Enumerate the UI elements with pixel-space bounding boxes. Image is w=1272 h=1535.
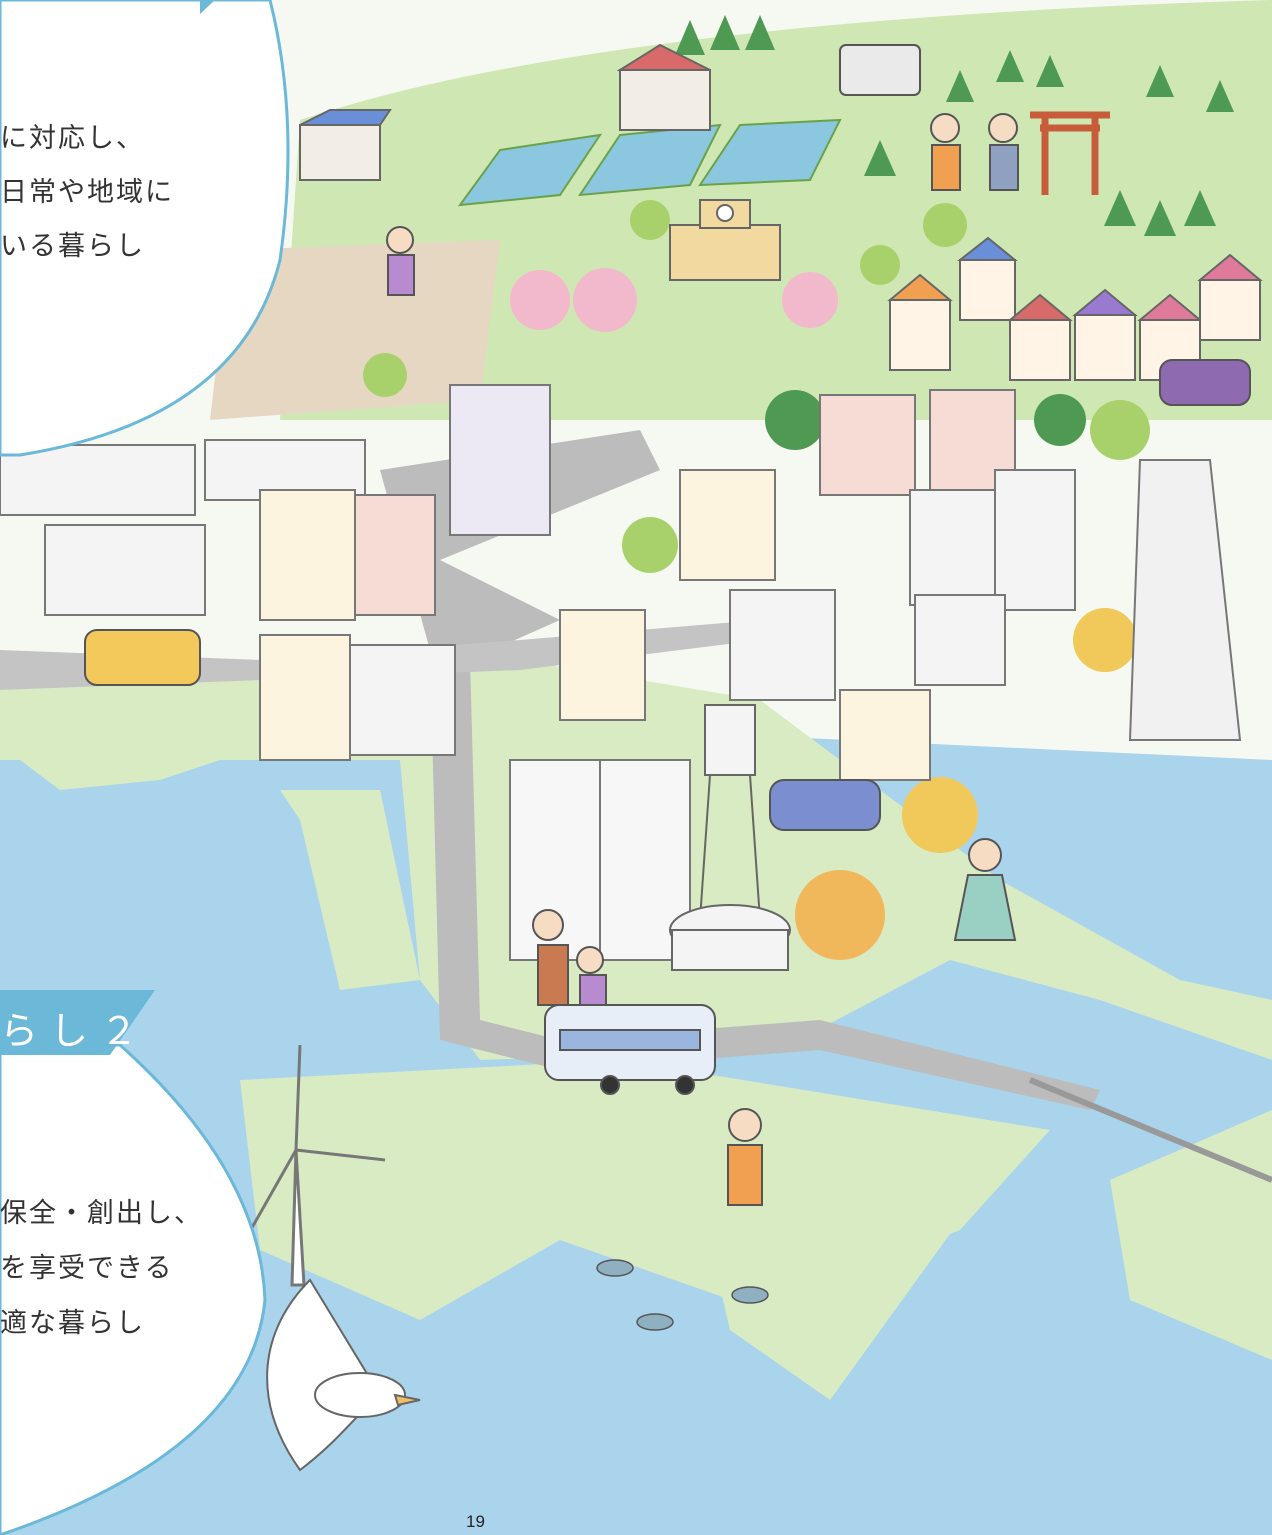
- fish-icon: [596, 1259, 769, 1331]
- school-icon: [669, 199, 781, 281]
- torii-gate-icon: [1030, 111, 1110, 195]
- bridge: [1028, 1077, 1272, 1183]
- tree-icon: [363, 15, 1234, 960]
- top-bubble-line-2: 日常や地域に: [0, 177, 174, 208]
- bus-icon: [544, 1004, 716, 1095]
- bottom-speech-bubble: [0, 990, 267, 1535]
- top-bubble-line-3: いる暮らし: [0, 231, 145, 262]
- top-bubble-line-1: に対応し、: [0, 123, 145, 154]
- bottom-bubble-line-1: 保全・創出し、: [0, 1198, 203, 1229]
- wind-turbine-icon: [243, 1044, 386, 1287]
- page-number: 19: [466, 1512, 485, 1531]
- house-icon: [299, 43, 1263, 381]
- seagull-icon: [266, 1278, 421, 1472]
- bottom-bubble-line-3: 適な暮らし: [0, 1308, 145, 1339]
- section-tab-label: らし２: [0, 1009, 151, 1053]
- bottom-bubble-line-2: を享受できる: [0, 1253, 174, 1284]
- section-tab: [0, 990, 155, 1055]
- car-icon: [84, 44, 1251, 831]
- top-speech-bubble: [0, 0, 290, 457]
- lighthouse-tower-icon: [669, 704, 791, 971]
- person-icon: [386, 113, 1019, 1206]
- park-ground: [210, 240, 500, 420]
